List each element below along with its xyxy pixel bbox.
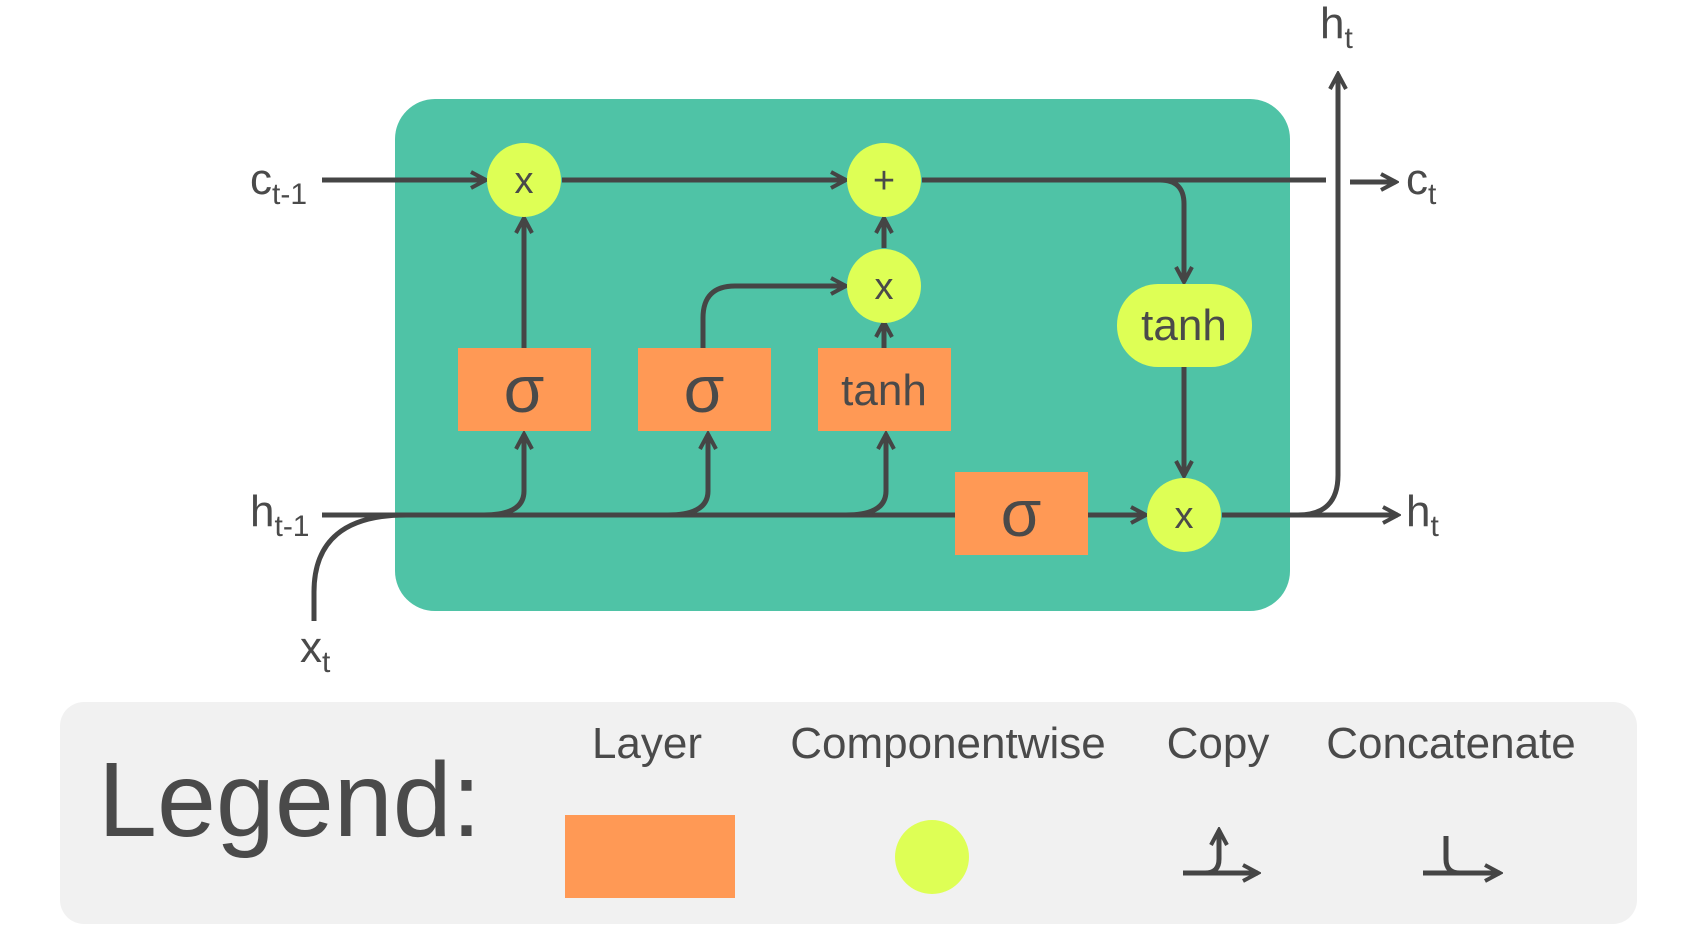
hidden-state-top-base: h bbox=[1320, 0, 1344, 48]
copy-to-input-gate bbox=[667, 434, 708, 518]
hidden-state-prev-sub: t-1 bbox=[274, 510, 309, 543]
legend-concatenate-label: Concatenate bbox=[1326, 719, 1576, 768]
hidden-state-top-sub: t bbox=[1344, 22, 1353, 55]
candidate-layer bbox=[818, 348, 951, 431]
add-op bbox=[847, 143, 921, 217]
output-gate-layer bbox=[955, 472, 1088, 555]
input-multiply-op bbox=[847, 249, 921, 323]
legend-layer-label: Layer bbox=[592, 719, 702, 768]
input-multiply-label: x bbox=[875, 266, 894, 308]
input-x-label: xt bbox=[300, 623, 331, 679]
forget-multiply-label: x bbox=[515, 160, 534, 202]
add-label: + bbox=[873, 160, 895, 202]
hidden-state-prev-label: ht-1 bbox=[250, 487, 310, 543]
cell-to-tanh-line bbox=[1159, 177, 1184, 282]
copy-to-forget-gate bbox=[483, 434, 524, 518]
hidden-state-top-label: ht bbox=[1320, 0, 1353, 55]
hidden-state-out-base: h bbox=[1406, 487, 1430, 536]
forget-gate-layer bbox=[458, 348, 591, 431]
output-gate-label: σ bbox=[1001, 476, 1042, 550]
cell-state-prev-sub: t-1 bbox=[272, 178, 307, 211]
cell-tanh-op bbox=[1117, 284, 1252, 367]
cell-state-out-sub: t bbox=[1428, 178, 1437, 211]
input-x-sub: t bbox=[322, 646, 331, 679]
candidate-label: tanh bbox=[841, 366, 927, 415]
forget-gate-label: σ bbox=[504, 352, 545, 426]
legend-layer-swatch bbox=[565, 815, 735, 898]
hidden-state-out-label: ht bbox=[1406, 487, 1439, 543]
input-gate-label: σ bbox=[684, 352, 725, 426]
legend-copy-icon bbox=[1183, 830, 1258, 873]
input-gate-layer bbox=[638, 348, 771, 431]
copy-to-candidate bbox=[845, 434, 886, 518]
cell-state-prev-label: ct-1 bbox=[250, 155, 307, 211]
output-multiply-label: x bbox=[1175, 495, 1194, 537]
cell-state-prev-base: c bbox=[250, 155, 272, 204]
hidden-state-prev-base: h bbox=[250, 487, 274, 536]
forget-multiply-op bbox=[487, 143, 561, 217]
cell-state-out-label: ct bbox=[1406, 155, 1437, 211]
legend-copy-label: Copy bbox=[1167, 719, 1270, 768]
legend-title: Legend: bbox=[98, 741, 481, 859]
legend-componentwise-label: Componentwise bbox=[790, 719, 1106, 768]
hidden-state-up-line bbox=[1297, 74, 1338, 518]
output-multiply-op bbox=[1147, 478, 1221, 552]
cell-tanh-label: tanh bbox=[1141, 301, 1227, 350]
hidden-state-out-sub: t bbox=[1430, 510, 1439, 543]
legend-concatenate-icon bbox=[1423, 836, 1500, 873]
legend-componentwise-swatch bbox=[895, 820, 969, 894]
cell-state-out-base: c bbox=[1406, 155, 1428, 204]
input-x-base: x bbox=[300, 623, 322, 672]
input-gate-to-mult-line bbox=[700, 286, 846, 348]
input-x-concat-curve bbox=[311, 512, 407, 621]
